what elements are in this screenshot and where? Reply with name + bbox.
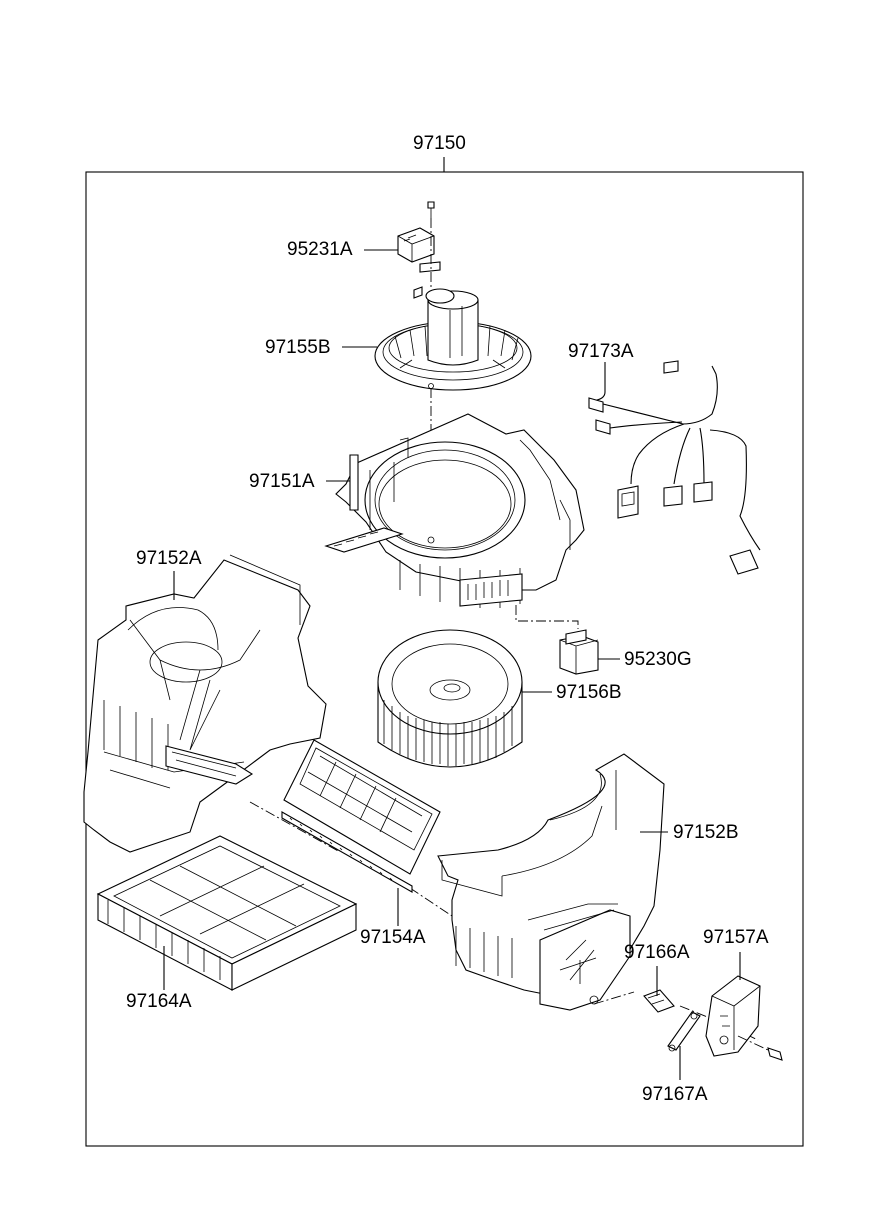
assembly-number: 97150 bbox=[413, 133, 466, 154]
part-label-97151A: 97151A bbox=[249, 471, 315, 492]
actuator-drawing bbox=[705, 975, 783, 1061]
part-label-97157A: 97157A bbox=[703, 927, 769, 948]
part-label-95231A: 95231A bbox=[287, 239, 353, 260]
air-filter-drawing bbox=[96, 835, 358, 991]
part-label-97164A: 97164A bbox=[126, 991, 192, 1012]
relay-drawing bbox=[397, 201, 441, 288]
intake-case-right-drawing bbox=[437, 753, 665, 1011]
part-label-97167A: 97167A bbox=[642, 1084, 708, 1105]
resistor-drawing bbox=[559, 629, 599, 675]
blower-fan-drawing bbox=[377, 629, 523, 768]
part-label-97154A: 97154A bbox=[360, 927, 426, 948]
part-label-97155B: 97155B bbox=[265, 337, 331, 358]
part-label-95230G: 95230G bbox=[624, 649, 692, 670]
part-label-97152A: 97152A bbox=[136, 548, 202, 569]
part-label-97152B: 97152B bbox=[673, 822, 739, 843]
part-label-97173A: 97173A bbox=[568, 341, 634, 362]
part-label-97156B: 97156B bbox=[556, 682, 622, 703]
part-label-97166A: 97166A bbox=[624, 942, 690, 963]
intake-case-left-drawing bbox=[83, 554, 327, 853]
lever-drawing bbox=[593, 989, 759, 1041]
wiring-harness-drawing bbox=[588, 360, 761, 575]
link-drawing bbox=[667, 1011, 701, 1052]
blower-motor-drawing bbox=[374, 286, 532, 540]
blower-case-drawing bbox=[324, 413, 585, 629]
filter-cover-drawing bbox=[249, 739, 471, 929]
